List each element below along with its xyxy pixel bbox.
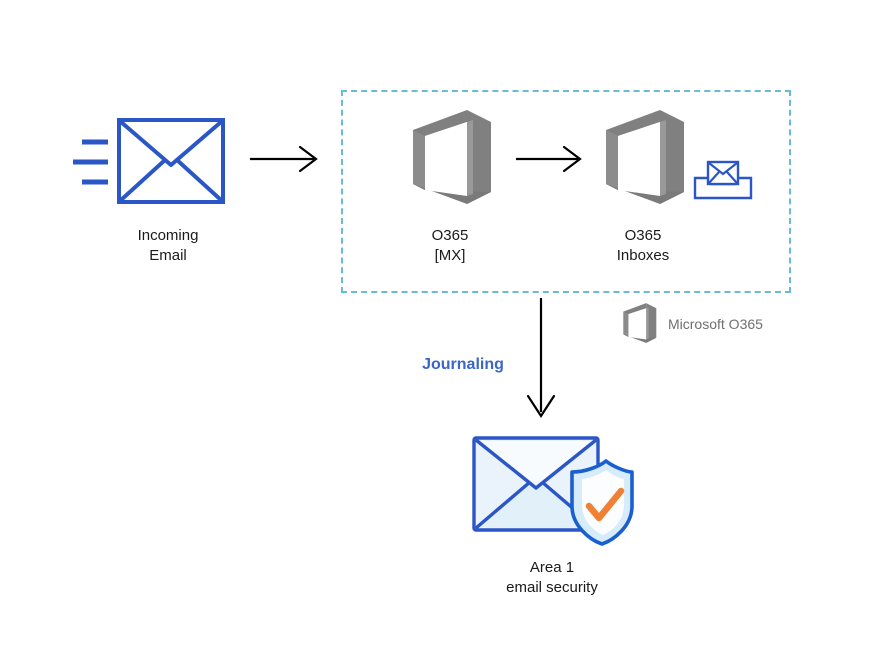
arrow-right-icon: [250, 145, 318, 173]
o365-mx-label: O365 [MX]: [431, 227, 469, 264]
envelope-icon: [73, 118, 225, 204]
legend-item-microsoft-o365: [620, 302, 658, 344]
legend-label-microsoft-o365: Microsoft O365: [668, 316, 763, 332]
office-365-icon: [606, 110, 684, 204]
arrow-inboxes-to-area1: [522, 298, 562, 422]
o365-inboxes-node: [598, 108, 688, 206]
arrow-incoming-to-mx: [250, 143, 322, 175]
o365-mx-node: [405, 108, 495, 206]
o365-inboxes-adjacent-node: [692, 158, 754, 202]
area1-email-security-label: Area 1 email security: [506, 559, 598, 596]
incoming-email-node: [70, 110, 230, 215]
arrow-down-icon: [526, 298, 556, 419]
arrow-mx-to-inboxes: [516, 143, 588, 175]
arrow-right-icon: [516, 145, 582, 173]
area1-email-security-node: [466, 430, 638, 548]
envelope-shield-check-icon: [472, 436, 634, 546]
office-365-icon: [623, 303, 657, 343]
incoming-email-label: Incoming Email: [137, 227, 199, 264]
o365-inboxes-label: O365 Inboxes: [616, 227, 670, 264]
journaling-edge-label: Journaling: [422, 356, 504, 373]
microsoft-o365-zone-boundary: [341, 90, 791, 293]
inbox-tray-envelope-icon: [693, 160, 753, 200]
office-365-icon: [413, 110, 491, 204]
